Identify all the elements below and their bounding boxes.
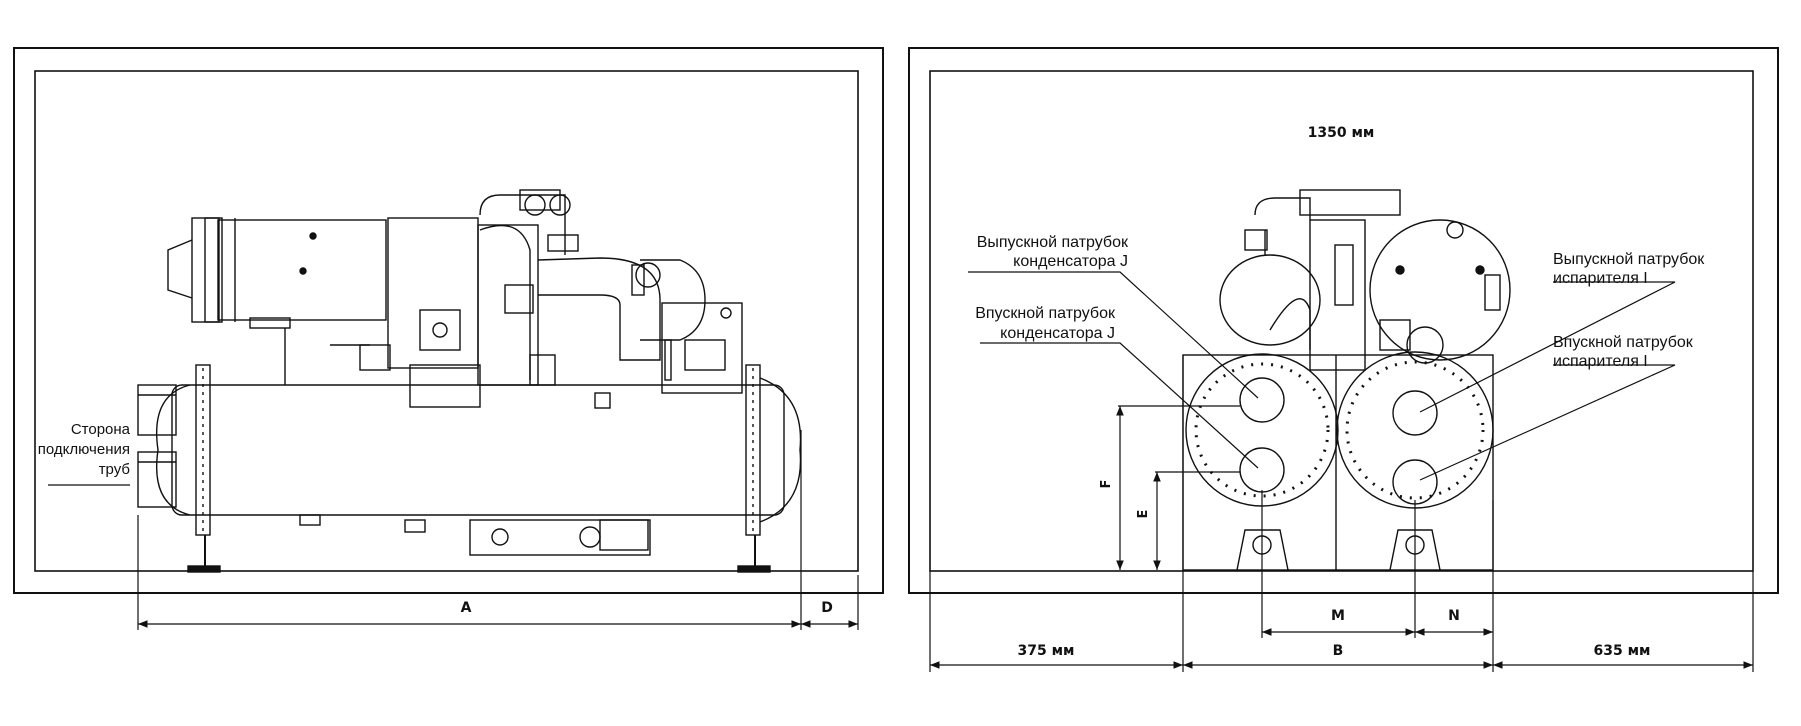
- condenser-outlet-port: [1239, 377, 1285, 423]
- leader-evap-outlet: [1419, 281, 1676, 413]
- left-inner-frame: [34, 70, 859, 572]
- pipe-side-label-line3: труб: [99, 461, 130, 478]
- chiller-side-elevation: [137, 189, 802, 573]
- shell-right-cap: [759, 377, 802, 523]
- cond-outlet-label-line2: конденсатора J: [1013, 253, 1128, 270]
- nozzle-lower: [137, 451, 177, 508]
- right-tube-sheet: [745, 364, 761, 536]
- evaporator-inlet-port: [1392, 459, 1438, 505]
- motor-housing: [217, 219, 387, 321]
- left-tube-sheet: [195, 364, 211, 536]
- cond-inlet-label-line2: конденсатора J: [1000, 325, 1115, 342]
- evap-inlet-label-line1: Впускной патрубок: [1553, 334, 1694, 351]
- pipe-side-label-line2: подключения: [38, 441, 130, 458]
- dim-label-n: N: [1448, 608, 1460, 624]
- discharge-pipe: [537, 257, 661, 361]
- leader-cond-outlet: [968, 271, 1259, 399]
- evaporator-outlet-port: [1392, 390, 1438, 436]
- base-frame: [1182, 354, 1494, 571]
- pipe-side-label-line1: Сторона: [71, 421, 131, 438]
- compressor-body: [387, 217, 479, 369]
- top-clearance-label: 1350 мм: [1308, 125, 1375, 141]
- leader-evap-inlet: [1419, 364, 1676, 481]
- control-box: [661, 302, 743, 394]
- condenser-tube-sheet: [1185, 353, 1339, 507]
- dim-label-a: A: [461, 600, 472, 616]
- evap-outlet-label-line2: испарителя I: [1553, 270, 1648, 287]
- dim-label-m: M: [1331, 608, 1345, 624]
- evaporator-tube-sheet: [1336, 351, 1494, 509]
- evap-outlet-label-line1: Выпускной патрубок: [1553, 251, 1705, 268]
- dim-label-b: B: [1333, 643, 1344, 659]
- dim-label-f: F: [1099, 480, 1114, 489]
- dim-label-e: E: [1136, 510, 1151, 519]
- cond-outlet-label-line1: Выпускной патрубок: [977, 234, 1129, 251]
- shell-body: [171, 384, 785, 516]
- leader-cond-inlet: [980, 342, 1259, 469]
- cond-inlet-label-line1: Впускной патрубок: [975, 305, 1116, 322]
- right-outer-frame: [908, 47, 1779, 594]
- evap-inlet-label-line2: испарителя I: [1553, 353, 1648, 370]
- right-end-view: [908, 47, 1779, 672]
- right-clearance-label: 635 мм: [1594, 643, 1651, 659]
- left-clearance-label: 375 мм: [1018, 643, 1075, 659]
- condenser-inlet-port: [1239, 447, 1285, 493]
- left-side-view: [13, 47, 884, 630]
- right-inner-frame: [929, 70, 1754, 572]
- left-outer-frame: [13, 47, 884, 594]
- nozzle-upper: [137, 384, 177, 436]
- chiller-end-elevation: [1182, 189, 1511, 571]
- dim-label-d: D: [821, 600, 833, 616]
- shell-left-cap: [156, 384, 191, 516]
